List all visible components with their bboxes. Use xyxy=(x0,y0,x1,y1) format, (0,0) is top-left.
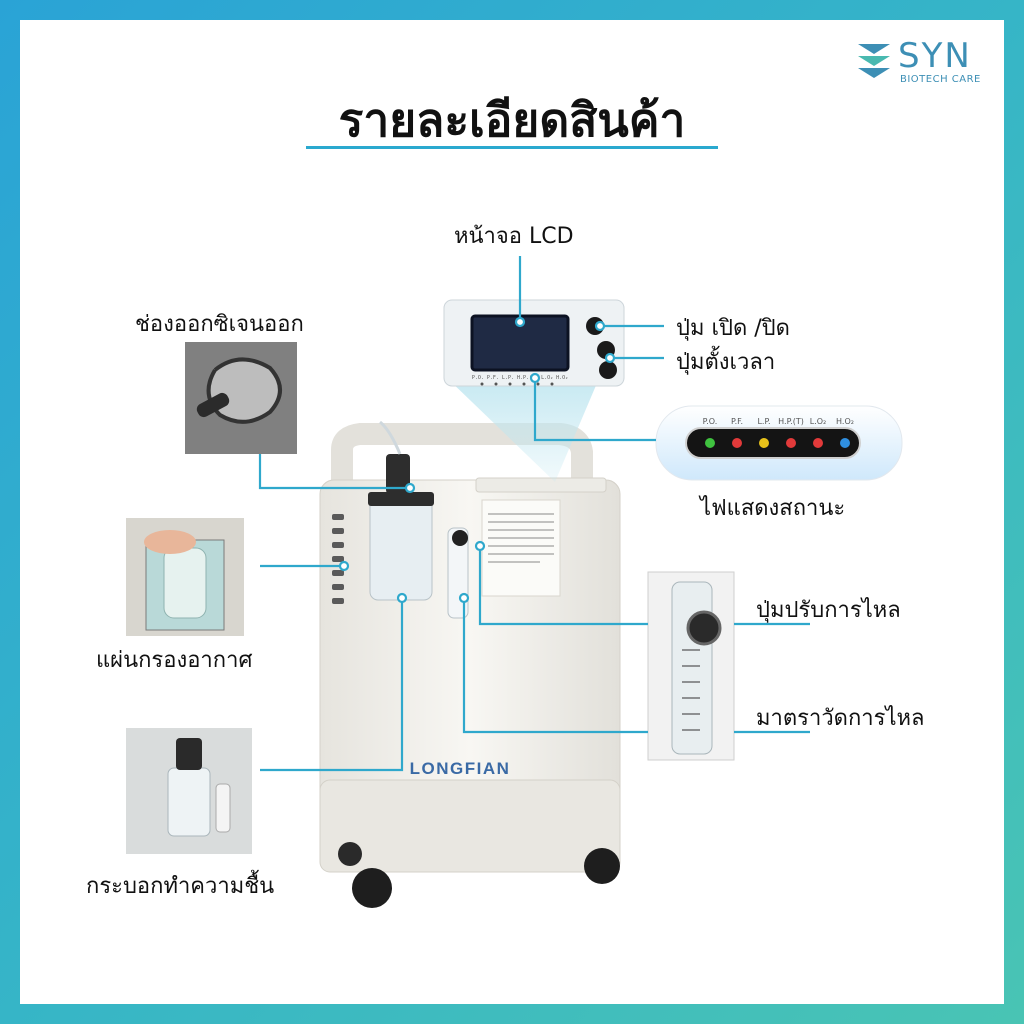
zoom-beam xyxy=(445,376,600,482)
label-lcd: หน้าจอ LCD xyxy=(454,224,574,249)
lcd-strip: P.O. P.F. L.P. H.P.(T) L.O₂ H.O₂ xyxy=(472,375,568,381)
indicator-dots xyxy=(705,438,850,448)
device-illustration: LONGFIAN P.O. P.F. L.P. H.P.(T) L.O₂ H.O… xyxy=(126,256,903,908)
content-panel: SYN BIOTECH CARE รายละเอียดสินค้า xyxy=(20,20,1004,1004)
label-humidifier: กระบอกทำความชื้น xyxy=(86,874,275,899)
status-light-5 xyxy=(840,438,850,448)
logo-icon xyxy=(858,44,890,78)
label-power-button: ปุ่ม เปิด /ปิด xyxy=(676,316,790,341)
label-air-filter: แผ่นกรองอากาศ xyxy=(96,648,253,673)
status-light-2 xyxy=(759,438,769,448)
status-light-0 xyxy=(705,438,715,448)
logo-text: SYN xyxy=(898,36,972,76)
title-underline xyxy=(306,146,718,149)
status-light-label-2: L.P. xyxy=(757,417,770,426)
status-light-1 xyxy=(732,438,742,448)
side-vents xyxy=(332,514,344,604)
status-light-3 xyxy=(786,438,796,448)
device-base xyxy=(319,779,621,873)
page-title: รายละเอียดสินค้า xyxy=(338,93,686,147)
status-light-4 xyxy=(813,438,823,448)
status-light-label-5: H.O₂ xyxy=(836,417,854,426)
status-light-label-1: P.F. xyxy=(731,417,743,426)
device-handle xyxy=(331,423,593,482)
status-light-label-0: P.O. xyxy=(703,417,718,426)
status-light-label-4: L.O₂ xyxy=(810,417,827,426)
wheel-left xyxy=(352,868,392,908)
label-status-lights: ไฟแสดงสถานะ xyxy=(700,496,846,521)
label-oxygen-outlet: ช่องออกซิเจนออก xyxy=(135,312,304,337)
label-flow-meter: มาตราวัดการไหล xyxy=(756,706,925,731)
status-light-label-3: H.P.(T) xyxy=(778,417,804,426)
wheel-right xyxy=(584,848,620,884)
connector-lines xyxy=(258,256,810,772)
label-timer-button: ปุ่มตั้งเวลา xyxy=(676,350,776,375)
label-flow-knob: ปุ่มปรับการไหล xyxy=(756,598,901,623)
device-brand: LONGFIAN xyxy=(410,759,511,778)
flow-knob-small xyxy=(452,530,468,546)
indicator-labels: P.O. P.F. L.P. H.P.(T) L.O₂ H.O₂ xyxy=(703,417,854,426)
logo-subtext: BIOTECH CARE xyxy=(900,74,981,85)
humidifier-bottle xyxy=(369,495,433,601)
brand-logo: SYN BIOTECH CARE xyxy=(854,36,1004,86)
caution-label xyxy=(481,499,561,597)
flow-knob-icon xyxy=(686,610,722,646)
flowmeter-tube xyxy=(671,581,713,755)
